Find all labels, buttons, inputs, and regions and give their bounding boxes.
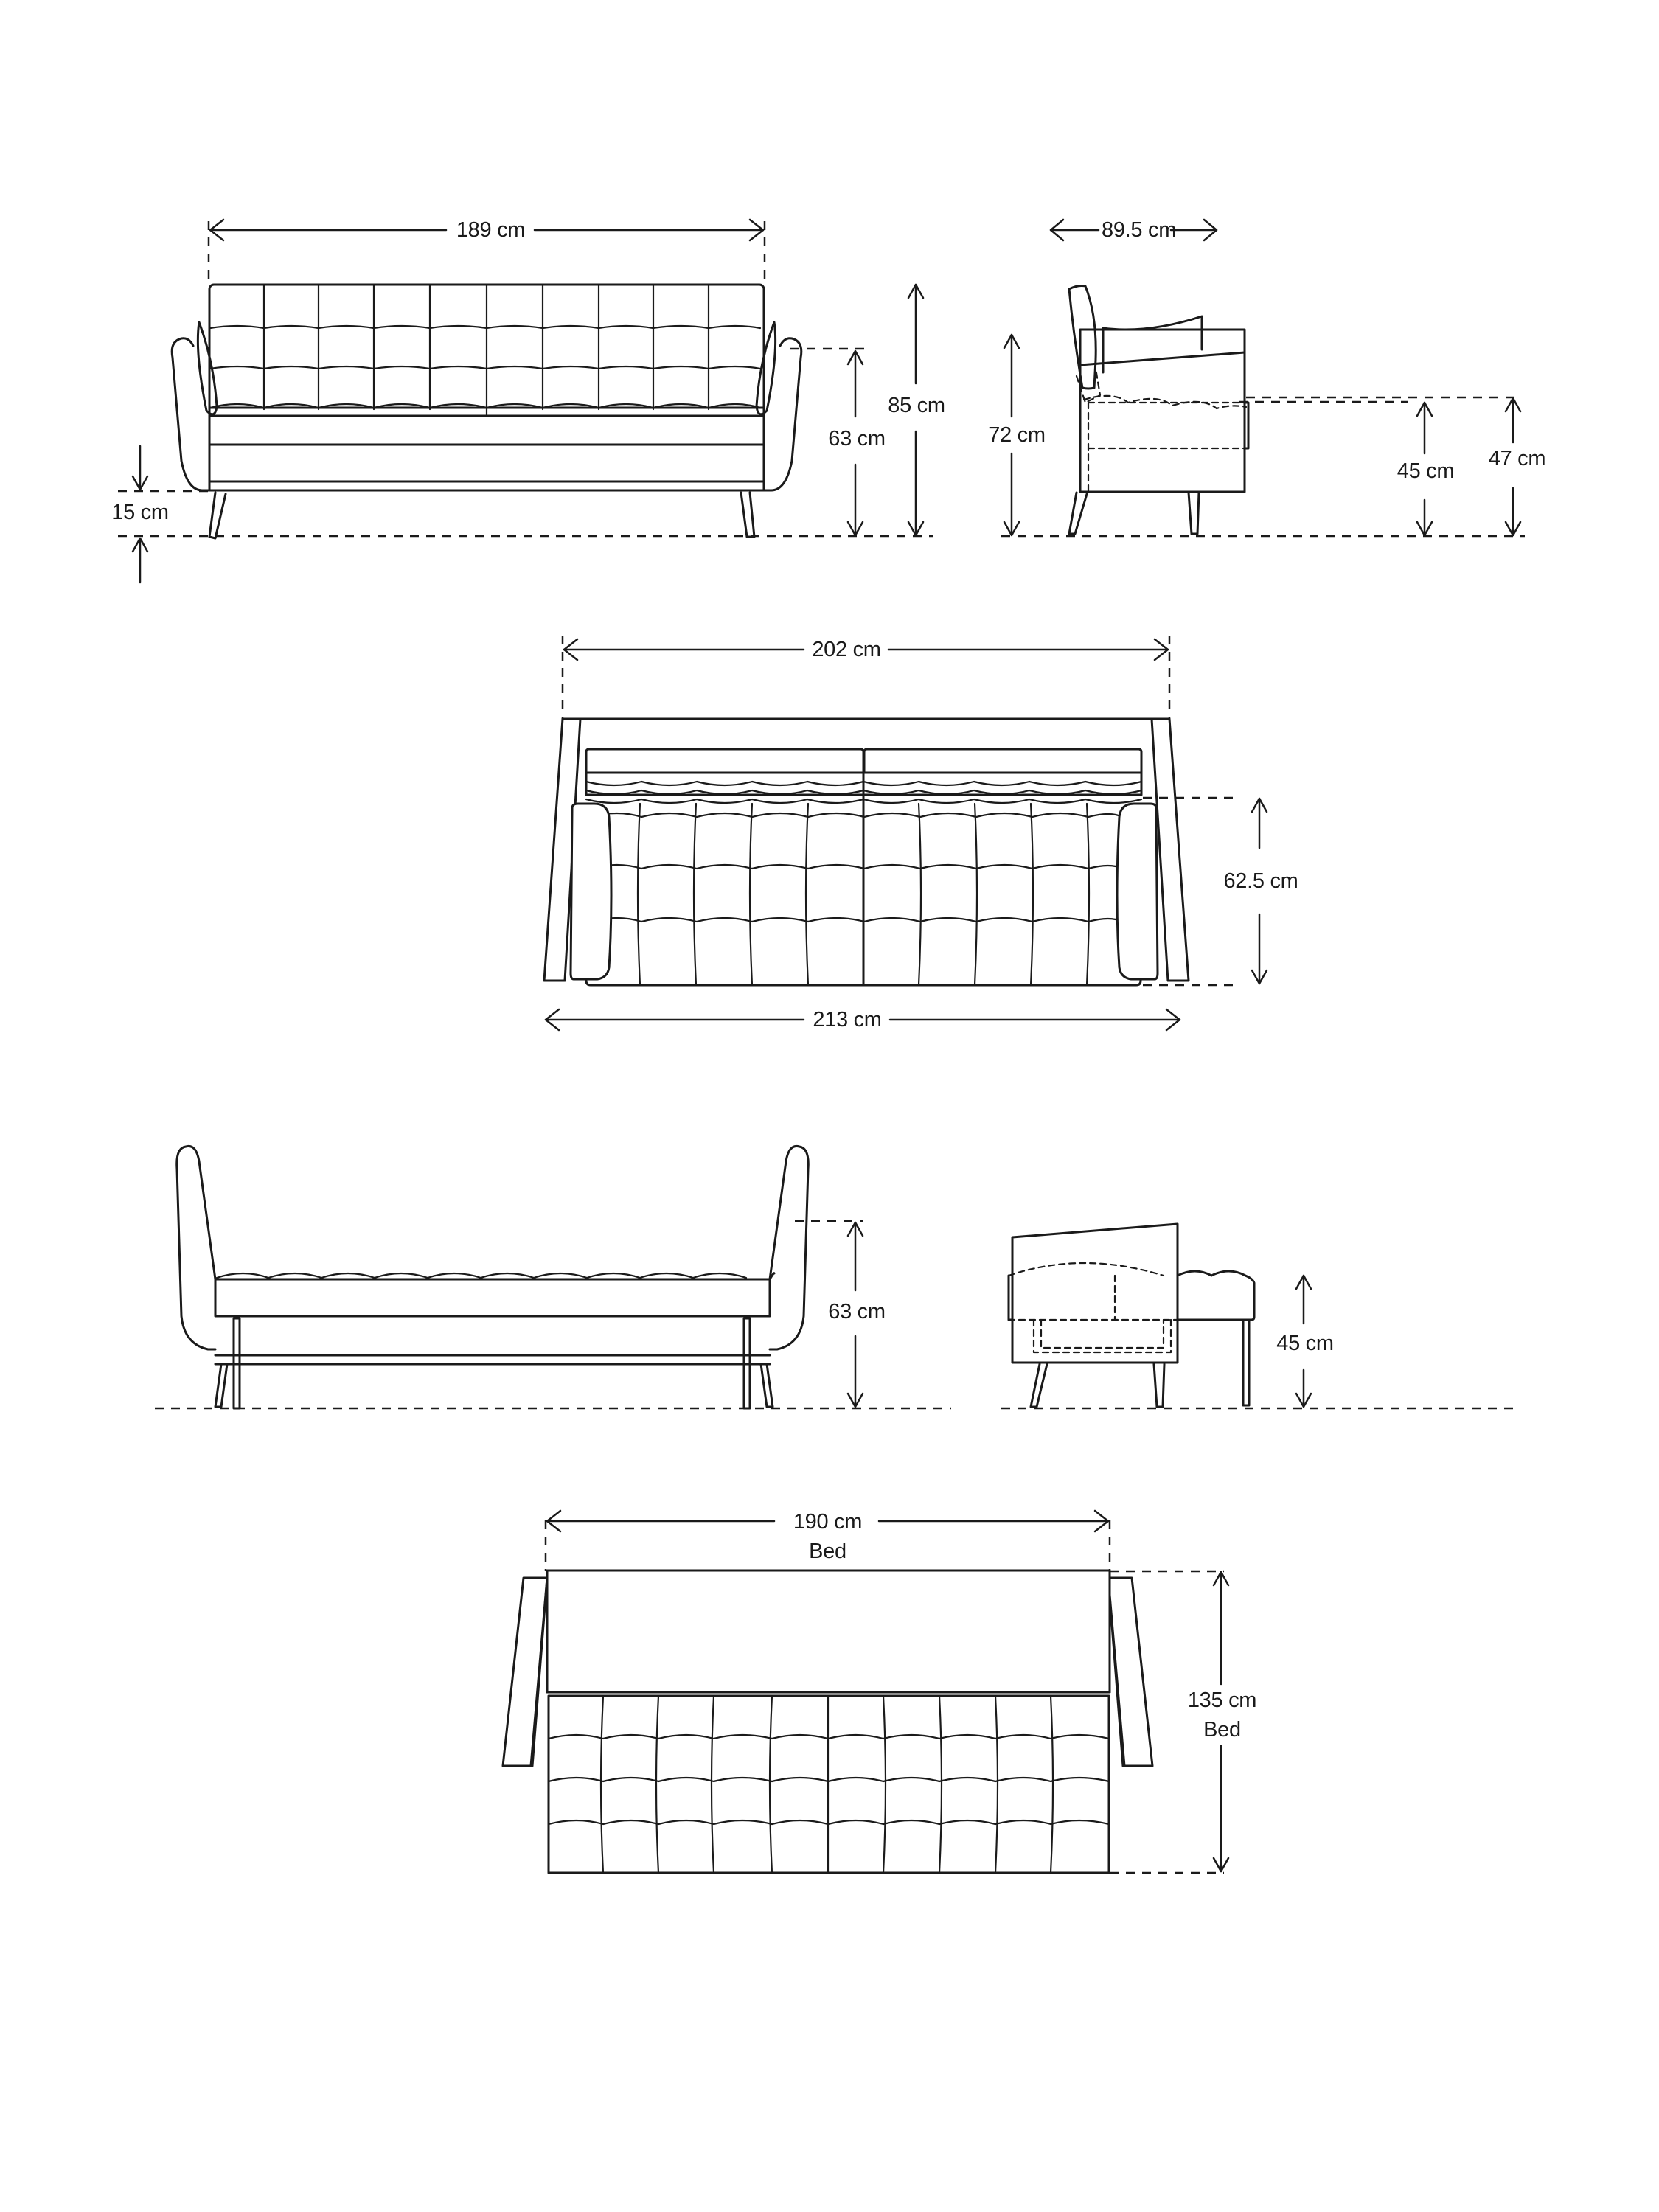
bed-height-arrow bbox=[1295, 1274, 1312, 1408]
arm-height-arrow bbox=[846, 349, 864, 537]
top-overall-width-label: 213 cm bbox=[806, 1007, 888, 1032]
bed-front-view bbox=[155, 1144, 951, 1410]
side-depth-label: 89.5 cm bbox=[1102, 218, 1177, 243]
overall-width-arrow bbox=[544, 1008, 1181, 1032]
bed-length-caption: Bed bbox=[809, 1540, 846, 1563]
bed-side-view bbox=[1001, 1222, 1519, 1410]
side-back-height-label: 72 cm bbox=[984, 422, 1050, 448]
front-leg-clearance-label: 15 cm bbox=[107, 500, 173, 525]
side-seat-height-label: 45 cm bbox=[1391, 459, 1461, 484]
leg-clearance-arrows bbox=[131, 445, 149, 584]
top-view bbox=[543, 636, 1268, 1032]
depth-dimension-arrow bbox=[1049, 218, 1218, 242]
bed-top-view bbox=[501, 1509, 1230, 1874]
bed-length-arrow bbox=[546, 1509, 1110, 1533]
seat-height-arrow bbox=[1416, 401, 1433, 537]
bed-width-arrow bbox=[1212, 1571, 1230, 1873]
front-arm-height-label: 63 cm bbox=[820, 426, 894, 451]
side-seat-top-height-label: 47 cm bbox=[1482, 446, 1552, 471]
bed-front-arm-height-label: 63 cm bbox=[820, 1299, 894, 1324]
bed-arm-height-arrow bbox=[846, 1221, 864, 1408]
seat-top-height-arrow bbox=[1504, 397, 1522, 537]
total-height-arrow bbox=[907, 283, 925, 537]
width-dimension-arrow bbox=[209, 218, 765, 242]
seat-depth-arrow bbox=[1251, 797, 1268, 985]
bed-width-caption: Bed bbox=[1203, 1718, 1241, 1742]
side-view bbox=[1001, 218, 1525, 538]
bed-width-label: 135 cm Bed bbox=[1183, 1686, 1261, 1745]
top-seat-depth-label: 62.5 cm bbox=[1213, 869, 1309, 894]
front-view bbox=[118, 218, 933, 584]
bed-length-value: 190 cm bbox=[793, 1510, 863, 1534]
back-width-arrow bbox=[563, 638, 1169, 661]
back-height-arrow bbox=[1003, 333, 1020, 537]
front-total-height-label: 85 cm bbox=[880, 393, 953, 418]
front-width-label: 189 cm bbox=[448, 218, 533, 243]
bed-side-height-label: 45 cm bbox=[1268, 1331, 1342, 1356]
bed-length-label: 190 cm Bed bbox=[778, 1507, 877, 1566]
top-back-width-label: 202 cm bbox=[806, 637, 887, 662]
bed-width-value: 135 cm bbox=[1187, 1688, 1257, 1712]
